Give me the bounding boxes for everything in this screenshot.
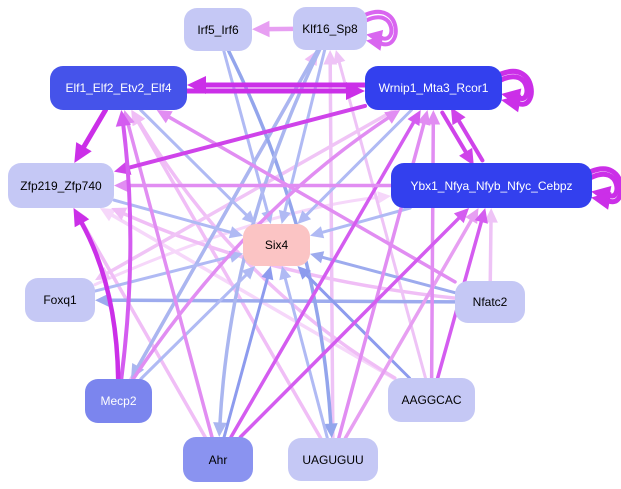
node-label: Klf16_Sp8 <box>302 21 358 36</box>
edge-klf16-irf5-head <box>252 20 270 38</box>
edge-elf1-six4 <box>139 108 250 218</box>
node-label: Ybx1_Nfya_Nfyb_Nfyc_Cebpz <box>410 178 573 193</box>
edge-mecp2-zfp219-head <box>73 208 90 228</box>
edge-foxq1-six4 <box>93 254 234 293</box>
edge-aaggcac-ybx1-head <box>474 208 488 224</box>
edge-ybx1-six4 <box>319 206 412 235</box>
edge-aaggcac-zfp219-head <box>99 208 116 222</box>
node-ahr[interactable]: Ahr <box>183 437 253 482</box>
edge-ahr-ybx1-head <box>453 208 469 224</box>
edge-ybx1-ybx1-self <box>588 171 620 199</box>
edge-ahr-ybx1 <box>238 215 462 439</box>
edge-ahr-wrnip1-head <box>407 110 421 126</box>
edge-nfatc2-foxq1 <box>105 298 457 304</box>
edge-ahr-six4-head <box>261 266 274 281</box>
edge-uaguguu-klf16 <box>328 60 335 440</box>
edge-wrnip1-zfp219 <box>125 103 367 171</box>
edge-uaguguu-klf16-head <box>323 50 338 65</box>
edge-uaguguu-ybx1 <box>343 217 474 440</box>
node-label: Ahr <box>208 452 228 467</box>
node-label: AAGGCAC <box>401 393 462 407</box>
edge-ahr-wrnip1 <box>229 119 417 439</box>
edge-wrnip1-wrnip1-self <box>498 69 534 107</box>
edge-uaguguu-six4 <box>283 275 329 440</box>
edge-nfatc2-ybx1-head <box>484 208 498 223</box>
edge-nfatc2-ybx1 <box>488 218 493 283</box>
edge-wrnip1-ybx1-head <box>450 107 466 126</box>
edge-mecp2-six4 <box>139 272 249 381</box>
node-zfp219[interactable]: Zfp219_Zfp740 <box>8 163 114 208</box>
edge-nfatc2-zfp219 <box>120 211 457 300</box>
edge-ahr-zfp219 <box>78 217 207 439</box>
edge-zfp219-six4-head <box>228 226 243 239</box>
node-wrnip1[interactable]: Wrnip1_Mta3_Rcor1 <box>365 66 502 110</box>
edge-ybx1-ybx1-self-head <box>591 192 612 210</box>
edge-ahr-six4 <box>222 275 270 439</box>
edge-uaguguu-wrnip1-head <box>417 110 431 126</box>
edge-irf5-uaguguu-head <box>323 423 338 438</box>
edge-wrnip1-ybx1 <box>440 110 469 156</box>
node-foxq1[interactable]: Foxq1 <box>25 278 95 322</box>
edge-klf16-mecp2 <box>135 48 320 370</box>
edge-mecp2-elf1 <box>119 121 133 381</box>
node-label: Foxq1 <box>43 293 77 307</box>
edge-klf16-klf16-self <box>364 15 394 41</box>
edge-wrnip1-wrnip1-self <box>498 74 530 102</box>
edge-uaguguu-six4-head <box>279 266 292 281</box>
node-label: Mecp2 <box>100 394 137 408</box>
edge-elf1-zfp219-head <box>74 142 92 163</box>
edge-wrnip1-ybx1 <box>456 117 485 163</box>
node-label: Elf1_Elf2_Etv2_Elf4 <box>65 81 172 95</box>
edge-zfp219-six4 <box>112 198 234 235</box>
node-nfatc2[interactable]: Nfatc2 <box>455 281 525 323</box>
node-ybx1[interactable]: Ybx1_Nfya_Nfyb_Nfyc_Cebpz <box>391 163 592 208</box>
edge-klf16-ahr-head <box>213 422 227 437</box>
edge-ybx1-six4-head <box>310 226 325 239</box>
edge-aaggcac-klf16-head <box>333 50 346 65</box>
edge-nfatc2-elf1-head <box>156 110 173 124</box>
edge-mecp2-elf1-head <box>115 110 131 127</box>
node-uaguguu[interactable]: UAGUGUU <box>288 438 378 481</box>
edge-elf1-zfp219 <box>80 107 109 151</box>
edge-wrnip1-ybx1-head <box>459 147 474 166</box>
node-label: UAGUGUU <box>302 452 364 467</box>
edge-wrnip1-six4 <box>303 108 413 218</box>
edge-aaggcac-elf1 <box>136 118 397 380</box>
node-label: Wrnip1_Mta3_Rcor1 <box>378 81 489 95</box>
node-mecp2[interactable]: Mecp2 <box>85 379 152 423</box>
edge-wrnip1-foxq1 <box>104 108 397 276</box>
node-six4[interactable]: Six4 <box>243 224 310 266</box>
node-irf5[interactable]: Irf5_Irf6 <box>184 8 252 51</box>
edge-ahr-elf1 <box>125 120 214 439</box>
edge-nfatc2-zfp219-head <box>111 207 128 221</box>
edge-aaggcac-elf1-head <box>131 110 146 126</box>
node-elf1[interactable]: Elf1_Elf2_Etv2_Elf4 <box>50 66 187 110</box>
edge-nfatc2-six4-head <box>310 251 325 264</box>
node-klf16[interactable]: Klf16_Sp8 <box>293 7 367 50</box>
edge-foxq1-ybx1-head <box>377 191 391 204</box>
edge-klf16-six4-head <box>278 209 291 224</box>
edge-mecp2-wrnip1-head <box>384 110 401 124</box>
node-aaggcac[interactable]: AAGGCAC <box>388 378 475 422</box>
edge-klf16-klf16-self-head <box>366 35 384 51</box>
edge-aaggcac-wrnip1-head <box>426 110 441 125</box>
edge-klf16-klf16-self <box>364 10 398 47</box>
edge-nfatc2-foxq1-head <box>95 293 110 308</box>
node-label: Irf5_Irf6 <box>197 22 239 37</box>
node-label: Six4 <box>264 238 289 252</box>
edge-wrnip1-wrnip1-self-head <box>501 94 522 113</box>
edge-elf1-wrnip1-head <box>187 76 206 94</box>
node-label: Zfp219_Zfp740 <box>20 178 102 193</box>
edge-ybx1-zfp219-head <box>114 178 129 193</box>
edge-mecp2-zfp219 <box>78 219 121 382</box>
node-label: Nfatc2 <box>472 295 508 309</box>
